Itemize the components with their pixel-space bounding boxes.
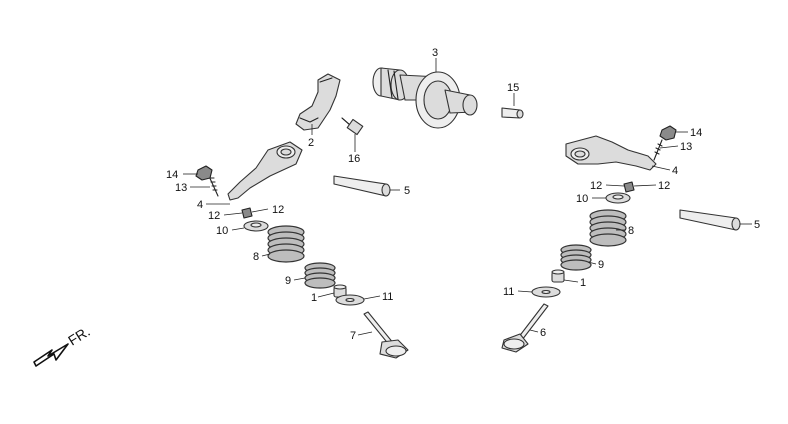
front-direction-indicator: FR.	[33, 323, 93, 367]
callout-8-left: 8	[253, 251, 259, 263]
callout-12-left-b: 12	[272, 204, 284, 216]
rocker-arm-right	[565, 135, 657, 171]
callout-numbers: 3 15 2 16 14 13 4 12 12 10 8 9 1 11 7 5 …	[166, 47, 760, 342]
callout-3: 3	[432, 47, 438, 59]
callout-15: 15	[507, 82, 519, 94]
callout-7: 7	[350, 330, 356, 342]
dowel-pin	[501, 107, 524, 119]
callout-12-right-b: 12	[658, 180, 670, 192]
callout-16: 16	[348, 153, 360, 165]
callout-9-left: 9	[285, 275, 291, 287]
callout-4-right: 4	[672, 165, 678, 177]
bolt	[341, 117, 364, 136]
callout-2: 2	[308, 137, 314, 149]
callout-6: 6	[540, 327, 546, 339]
callout-5-right: 5	[754, 219, 760, 231]
callout-12-left-a: 12	[208, 210, 220, 222]
spring-retainer-left	[243, 220, 269, 232]
rocker-arm-shaft	[295, 73, 341, 131]
front-arrow-icon	[33, 343, 69, 367]
rocker-shaft-right	[679, 209, 741, 231]
callout-1-right: 1	[580, 277, 586, 289]
spring-seat-left	[335, 294, 365, 306]
callout-10-left: 10	[216, 225, 228, 237]
camshaft	[372, 67, 478, 129]
callout-14-left: 14	[166, 169, 178, 181]
rocker-arm-left	[227, 141, 303, 201]
callout-4-left: 4	[197, 199, 203, 211]
callout-13-right: 13	[680, 141, 692, 153]
valve-cotter-left	[241, 207, 253, 219]
intake-valve	[363, 311, 409, 359]
outer-valve-spring-right	[589, 209, 627, 247]
valve-stem-seal-right	[551, 269, 565, 283]
callout-9-right: 9	[598, 259, 604, 271]
adjusting-screw-right	[653, 139, 663, 161]
front-label: FR.	[65, 323, 93, 349]
outer-valve-spring-left	[267, 225, 305, 263]
callout-13-left: 13	[175, 182, 187, 194]
spring-seat-right	[531, 286, 561, 298]
inner-valve-spring-left	[304, 262, 336, 289]
inner-valve-spring-right	[560, 244, 592, 271]
callout-1-left: 1	[311, 292, 317, 304]
valve-cotter-right	[623, 181, 635, 193]
rocker-shaft-left	[333, 175, 391, 197]
callout-12-right-a: 12	[590, 180, 602, 192]
callout-14-right: 14	[690, 127, 702, 139]
lock-nut-right	[659, 125, 677, 141]
callout-5-left: 5	[404, 185, 410, 197]
callout-11-left: 11	[382, 291, 393, 303]
leader-lines	[183, 58, 752, 336]
exhaust-valve	[501, 303, 549, 353]
lock-nut-left	[195, 165, 213, 181]
callout-10-right: 10	[576, 193, 588, 205]
spring-retainer-right	[605, 192, 631, 204]
callout-11-right: 11	[503, 286, 514, 298]
callout-8-right: 8	[628, 225, 634, 237]
